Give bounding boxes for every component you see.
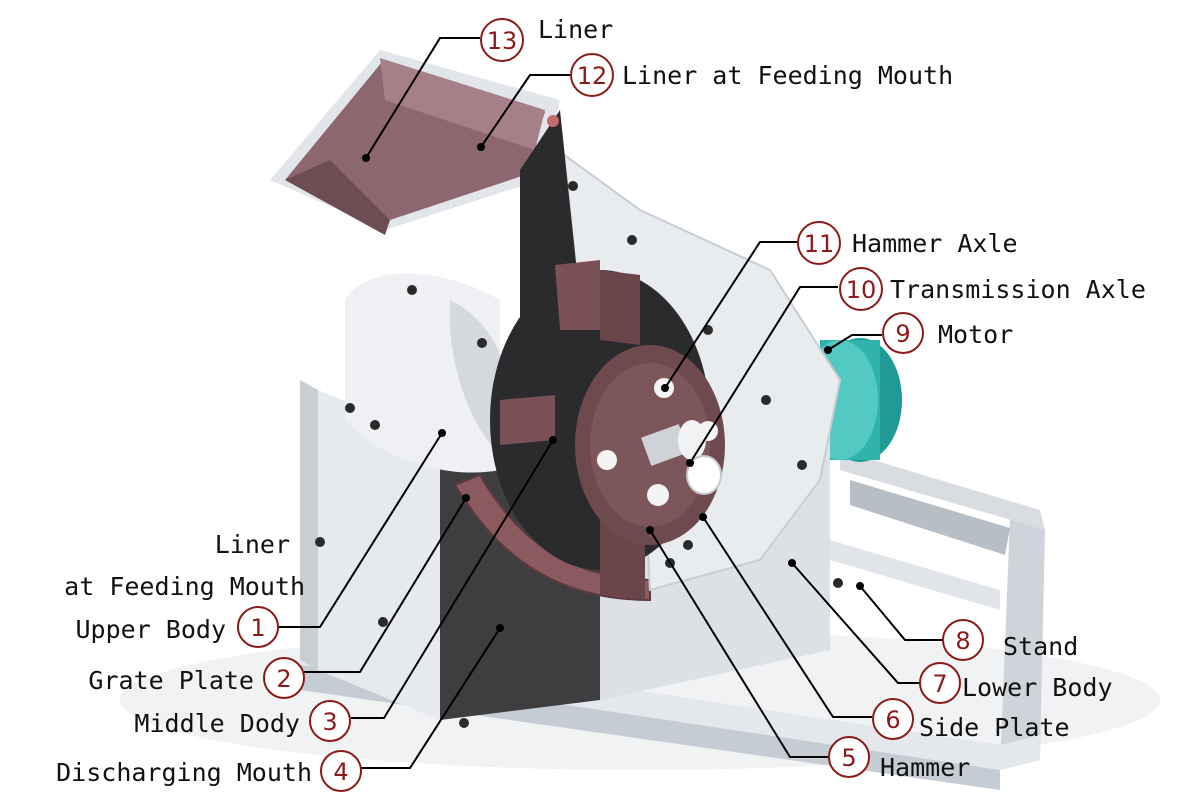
badge-number: 6 — [885, 706, 900, 734]
badge-number: 9 — [895, 320, 910, 348]
leader-dots — [362, 143, 864, 632]
badge-number: 4 — [333, 758, 348, 786]
leader-2 — [304, 497, 467, 673]
badge-13: 13 — [480, 18, 524, 62]
badge-3: 3 — [309, 700, 351, 742]
label-stand: Stand — [1003, 632, 1078, 661]
label-side-plate: Side Plate — [919, 713, 1070, 742]
badge-11: 11 — [797, 221, 841, 265]
label-motor: Motor — [938, 320, 1013, 349]
label-liner: Liner — [538, 15, 613, 44]
badge-1: 1 — [237, 606, 279, 648]
feeding-hopper — [270, 50, 580, 340]
badge-number: 8 — [955, 627, 970, 655]
badge-7: 7 — [919, 662, 961, 704]
badge-5: 5 — [828, 736, 870, 778]
badge-9: 9 — [882, 312, 924, 354]
leader-5 — [649, 529, 828, 758]
label-liner-feeding-mouth: Liner at Feeding Mouth — [622, 61, 953, 90]
leader-lines — [279, 37, 942, 769]
label-middle-dody: Middle Dody — [134, 709, 300, 738]
label-extra-feeding-mouth: at Feeding Mouth — [64, 572, 305, 601]
badge-number: 10 — [846, 276, 877, 304]
bolts — [315, 115, 843, 728]
badge-number: 7 — [932, 670, 947, 698]
leader-6 — [702, 516, 872, 718]
badge-number: 13 — [487, 27, 518, 55]
leader-11 — [664, 241, 798, 389]
badge-number: 2 — [276, 665, 291, 693]
badge-8: 8 — [942, 619, 984, 661]
label-upper-body: Upper Body — [75, 615, 226, 644]
badge-4: 4 — [320, 750, 362, 792]
leader-7 — [791, 562, 919, 684]
label-lower-body: Lower Body — [962, 673, 1113, 702]
leader-12 — [480, 74, 570, 148]
badge-6: 6 — [872, 698, 914, 740]
leader-8 — [859, 585, 942, 641]
leader-3 — [351, 439, 554, 719]
badge-number: 3 — [322, 708, 337, 736]
label-hammer-axle: Hammer Axle — [852, 229, 1018, 258]
badge-2: 2 — [263, 657, 305, 699]
label-discharging-mouth: Discharging Mouth — [56, 758, 312, 787]
label-hammer: Hammer — [880, 753, 970, 782]
badge-number: 12 — [577, 62, 608, 90]
label-grate-plate: Grate Plate — [88, 666, 254, 695]
leader-4 — [361, 627, 501, 769]
leader-9 — [827, 334, 882, 351]
badge-number: 5 — [841, 744, 856, 772]
label-transmission-axle: Transmission Axle — [890, 275, 1146, 304]
leader-10 — [689, 286, 838, 464]
label-extra-liner: Liner — [215, 530, 290, 559]
leader-1 — [279, 432, 443, 628]
badge-number: 1 — [250, 614, 265, 642]
badge-number: 11 — [804, 230, 835, 258]
badge-12: 12 — [570, 53, 614, 97]
badge-10: 10 — [839, 267, 883, 311]
leader-13 — [365, 37, 480, 159]
rotor — [490, 260, 725, 600]
